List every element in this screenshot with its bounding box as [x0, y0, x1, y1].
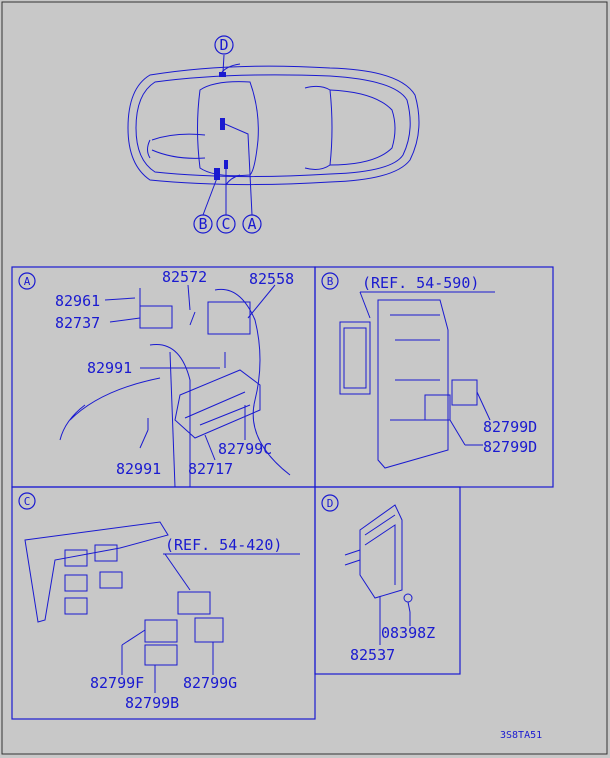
locator-c: C [221, 215, 230, 233]
panel-c-ref: (REF. 54-420) [165, 536, 282, 554]
part-82799f: 82799F [90, 674, 144, 692]
part-82799b: 82799B [125, 694, 179, 712]
part-82558: 82558 [249, 270, 294, 288]
locator-callouts: D B C A [193, 35, 262, 234]
part-82572: 82572 [162, 268, 207, 286]
part-82737: 82737 [55, 314, 100, 332]
panel-a: A 82572 82558 82961 82737 82991 82991 82… [11, 266, 316, 488]
part-82799g: 82799G [183, 674, 237, 692]
panel-c-tag: C [24, 495, 31, 508]
panel-b-ref: (REF. 54-590) [362, 274, 479, 292]
part-08398z: 08398Z [381, 624, 435, 642]
locator-a: A [247, 215, 256, 233]
locator-d: D [219, 36, 228, 54]
part-82537: 82537 [350, 646, 395, 664]
panel-a-tag: A [24, 275, 31, 288]
diagram-code: 3S8TA51 [500, 730, 542, 741]
part-82799d-upper: 82799D [483, 418, 537, 436]
part-82717: 82717 [188, 460, 233, 478]
panel-b-tag: B [327, 275, 334, 288]
part-82991-upper: 82991 [87, 359, 132, 377]
part-82991-lower: 82991 [116, 460, 161, 478]
locator-b: B [198, 215, 207, 233]
part-82799c: 82799C [218, 440, 272, 458]
panel-c: C (REF. 54-420) 82799F 82799G 82799B [11, 486, 316, 720]
car-top-view [127, 63, 420, 186]
panel-b: B (REF. 54-590) 82799D 82799D [314, 266, 554, 488]
panel-d: D 08398Z 82537 [314, 486, 461, 675]
part-82961: 82961 [55, 292, 100, 310]
panel-d-tag: D [327, 497, 334, 510]
part-82799d-lower: 82799D [483, 438, 537, 456]
